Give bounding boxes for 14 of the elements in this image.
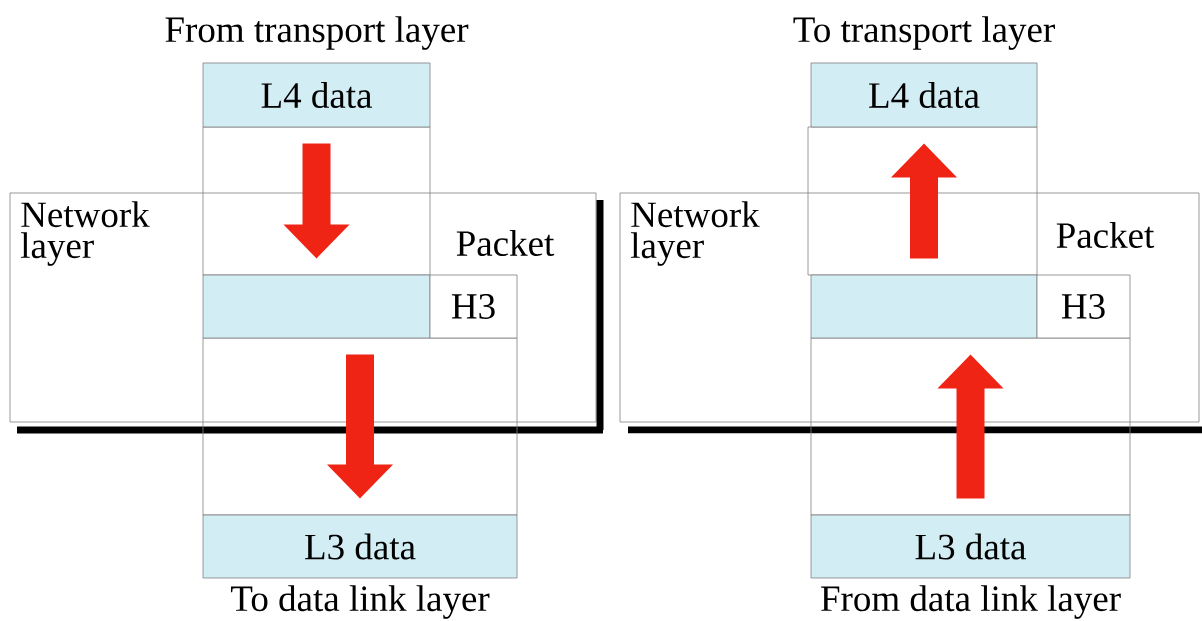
header-box: H3 xyxy=(429,274,518,339)
data-box: L3 data xyxy=(202,514,518,579)
payload-box xyxy=(810,274,1038,339)
data-box: L3 data xyxy=(810,514,1131,579)
layer-label: From data link layer xyxy=(821,585,1121,619)
layer-label: Packet xyxy=(456,230,555,256)
data-box: L4 data xyxy=(202,62,431,128)
payload-box xyxy=(202,274,431,339)
layer-label: Packet xyxy=(1056,222,1155,248)
layer-label: From transport layer xyxy=(165,16,469,50)
layer-label: To data link layer xyxy=(231,585,490,619)
header-box: H3 xyxy=(1036,274,1131,339)
layer-label: To transport layer xyxy=(793,16,1055,50)
data-box: L4 data xyxy=(810,62,1038,128)
